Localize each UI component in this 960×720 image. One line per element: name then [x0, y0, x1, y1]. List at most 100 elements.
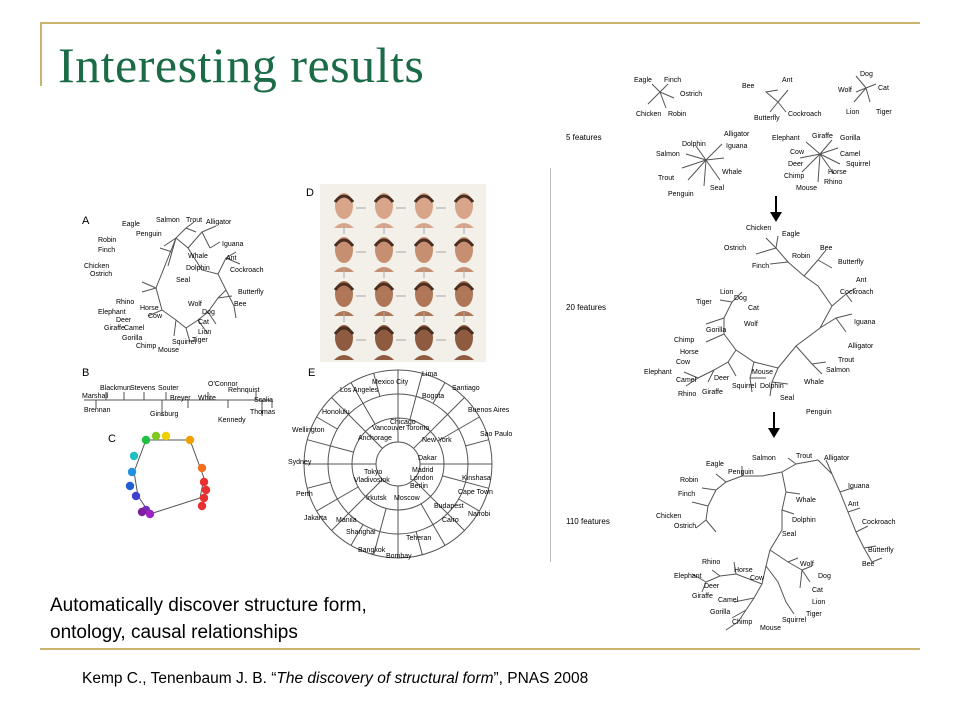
svg-text:Finch: Finch: [98, 247, 115, 254]
svg-text:Sao Paulo: Sao Paulo: [480, 431, 512, 438]
svg-text:Deer: Deer: [788, 161, 804, 168]
citation-authors: Kemp C., Tenenbaum J. B. “: [82, 670, 277, 687]
svg-text:Cockroach: Cockroach: [230, 267, 264, 274]
svg-text:Robin: Robin: [98, 237, 116, 244]
slide-frame-bottom: [40, 648, 920, 650]
svg-text:Squirrel: Squirrel: [172, 339, 197, 346]
panel-b-letter: B: [82, 367, 89, 379]
svg-text:Horse: Horse: [734, 567, 753, 574]
svg-text:London: London: [410, 475, 433, 482]
svg-text:Gorilla: Gorilla: [122, 335, 142, 342]
cylinder-spoke: [373, 508, 387, 555]
svg-text:Lion: Lion: [198, 329, 211, 336]
svg-text:Wolf: Wolf: [188, 301, 202, 308]
slide-caption: Automatically discover structure form, o…: [50, 592, 490, 646]
svg-text:Squirrel: Squirrel: [782, 617, 807, 624]
svg-text:Ant: Ant: [856, 277, 867, 284]
svg-text:Tiger: Tiger: [696, 299, 712, 306]
svg-text:Chimp: Chimp: [136, 343, 156, 350]
svg-text:O'Connor: O'Connor: [208, 381, 238, 388]
svg-text:Anchorage: Anchorage: [358, 435, 392, 442]
panel-e-cylinder: Mexico City Lima Los Angeles Bogota Sant…: [288, 369, 512, 560]
svg-text:Thomas: Thomas: [250, 409, 276, 416]
svg-text:Scalia: Scalia: [254, 397, 273, 404]
svg-text:Seal: Seal: [176, 277, 190, 284]
svg-text:Cow: Cow: [750, 575, 765, 582]
svg-text:New York: New York: [422, 437, 452, 444]
svg-text:Trout: Trout: [838, 357, 854, 364]
caption-line-1: Automatically discover structure form,: [50, 595, 367, 616]
svg-text:Seal: Seal: [780, 395, 794, 402]
svg-text:Chicago: Chicago: [390, 419, 416, 426]
svg-text:Bangkok: Bangkok: [358, 547, 386, 554]
svg-text:Chicken: Chicken: [84, 263, 109, 270]
svg-text:Gorilla: Gorilla: [706, 327, 726, 334]
face-thumbnail: [373, 281, 395, 316]
svg-text:Camel: Camel: [718, 597, 739, 604]
svg-text:Whale: Whale: [796, 497, 816, 504]
caption-line-2: ontology, causal relationships: [50, 622, 298, 643]
panel-c-letter: C: [108, 433, 116, 445]
svg-text:Camel: Camel: [840, 151, 861, 158]
svg-text:Cat: Cat: [748, 305, 759, 312]
svg-text:Buenos Aires: Buenos Aires: [468, 407, 510, 414]
svg-text:Kinshasa: Kinshasa: [462, 475, 491, 482]
panel-e-letter: E: [308, 367, 315, 379]
svg-text:Giraffe: Giraffe: [104, 325, 125, 332]
svg-text:Berlin: Berlin: [410, 483, 428, 490]
svg-text:Perth: Perth: [296, 491, 313, 498]
face-thumbnail: [373, 325, 395, 360]
svg-text:Tiger: Tiger: [192, 337, 208, 344]
svg-text:Budapest: Budapest: [434, 503, 464, 510]
svg-text:Dog: Dog: [818, 573, 831, 580]
svg-text:Cockroach: Cockroach: [862, 519, 896, 526]
panel-a-labels: Eagle Penguin Salmon Trout Alligator Rob…: [84, 217, 264, 354]
svg-text:White: White: [198, 395, 216, 402]
svg-text:Whale: Whale: [722, 169, 742, 176]
ring-dot: [197, 463, 207, 473]
face-thumbnail: [453, 281, 475, 316]
svg-text:Dog: Dog: [734, 295, 747, 302]
cylinder-spoke: [458, 498, 480, 512]
svg-text:Deer: Deer: [116, 317, 132, 324]
stage-110-label: 110 features: [566, 517, 610, 526]
face-thumbnail: [333, 193, 355, 228]
svg-text:Penguin: Penguin: [728, 469, 754, 476]
cylinder-spoke: [409, 373, 423, 420]
cylinder-spoke: [413, 397, 465, 449]
cylinder-spoke: [413, 479, 465, 531]
left-structure-figure: A B C D E Eagle Penguin Salmon Trout All…: [76, 178, 548, 573]
svg-text:Tiger: Tiger: [806, 611, 822, 618]
svg-text:Seal: Seal: [710, 185, 724, 192]
cylinder-spoke: [465, 439, 489, 447]
svg-text:Penguin: Penguin: [806, 409, 832, 416]
down-arrow-icon: [770, 196, 782, 222]
svg-text:Chicken: Chicken: [656, 513, 681, 520]
cylinder-spoke: [331, 479, 383, 531]
svg-text:Butterfly: Butterfly: [238, 289, 264, 296]
svg-text:Ostrich: Ostrich: [724, 245, 746, 252]
svg-text:Ostrich: Ostrich: [680, 91, 702, 98]
ring-dot: [145, 509, 155, 519]
svg-text:Butterfly: Butterfly: [754, 115, 780, 122]
ring-dot: [197, 501, 207, 511]
cylinder-spoke: [373, 373, 381, 397]
svg-text:Santiago: Santiago: [452, 385, 480, 392]
svg-text:Chimp: Chimp: [784, 173, 804, 180]
svg-text:Cairo: Cairo: [442, 517, 459, 524]
svg-text:Cow: Cow: [148, 313, 163, 320]
panel-a-tree: [141, 221, 241, 343]
slide-frame-left: [40, 22, 42, 86]
svg-text:Wellington: Wellington: [292, 427, 325, 434]
svg-text:Salmon: Salmon: [156, 217, 180, 224]
stage-5-label: 5 features: [566, 133, 602, 142]
svg-text:Penguin: Penguin: [136, 231, 162, 238]
svg-text:Mouse: Mouse: [752, 369, 773, 376]
stage-20-label: 20 features: [566, 303, 606, 312]
svg-text:Chicken: Chicken: [746, 225, 771, 232]
ring-dot: [137, 507, 147, 517]
face-thumbnail: [413, 281, 435, 316]
ring-dot: [141, 435, 151, 445]
svg-text:Dolphin: Dolphin: [760, 383, 784, 390]
svg-text:Bee: Bee: [742, 83, 755, 90]
